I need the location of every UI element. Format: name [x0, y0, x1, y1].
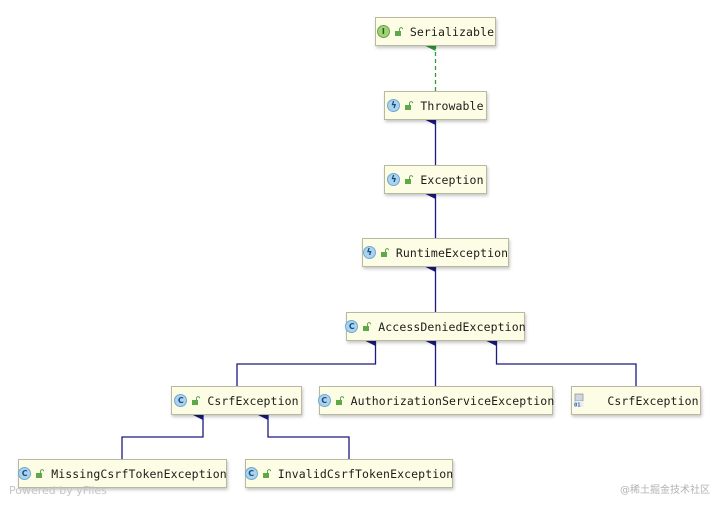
source-watermark: @稀土掘金技术社区	[620, 485, 710, 496]
throwable-icon: ϟ	[362, 246, 376, 259]
node-access-denied-exception[interactable]: C AccessDeniedException	[345, 312, 526, 341]
class-file-badge: 01	[574, 403, 581, 409]
unlock-icon	[192, 396, 201, 405]
class-icon: C	[174, 394, 188, 407]
node-missing-csrf-token-exception[interactable]: C MissingCsrfTokenException	[18, 459, 227, 488]
unlock-icon	[380, 248, 389, 257]
node-label: CsrfException	[207, 393, 299, 408]
node-serializable[interactable]: I Serializable	[375, 17, 496, 46]
node-csrf-exception[interactable]: C CsrfException	[171, 386, 302, 415]
node-authorization-service-exception[interactable]: C AuthorizationServiceException	[317, 386, 555, 415]
class-icon: C	[317, 394, 331, 407]
node-label: InvalidCsrfTokenException	[277, 466, 454, 481]
node-label: AccessDeniedException	[378, 319, 526, 334]
node-label: RuntimeException	[395, 245, 509, 260]
unlock-icon	[36, 469, 45, 478]
class-icon: C	[345, 320, 359, 333]
node-label: AuthorizationServiceException	[350, 393, 555, 408]
edge-missing-csrf	[121, 410, 204, 459]
throwable-icon: ϟ	[387, 173, 401, 186]
class-file-icon: 01	[573, 393, 584, 409]
unlock-icon	[262, 469, 271, 478]
node-throwable[interactable]: ϟ Throwable	[384, 91, 487, 120]
node-label: Throwable	[420, 98, 484, 113]
node-label: CsrfException	[607, 393, 699, 408]
node-csrf-exception-classfile[interactable]: 01 CsrfException	[571, 386, 701, 415]
throwable-icon: ϟ	[387, 99, 401, 112]
unlock-icon	[405, 175, 414, 184]
node-label: Serializable	[409, 24, 495, 39]
powered-by-watermark: Powered by yFiles	[9, 484, 107, 497]
node-invalid-csrf-token-exception[interactable]: C InvalidCsrfTokenException	[244, 459, 454, 488]
unlock-icon	[405, 101, 414, 110]
class-icon: C	[244, 467, 258, 480]
edge-csrf-accessdenied	[236, 336, 377, 386]
node-label: Exception	[420, 172, 484, 187]
unlock-icon	[335, 396, 344, 405]
node-label: MissingCsrfTokenException	[51, 466, 227, 481]
unlock-icon	[394, 27, 403, 36]
interface-icon: I	[376, 25, 390, 38]
node-runtime-exception[interactable]: ϟ RuntimeException	[362, 238, 509, 267]
class-icon: C	[18, 467, 32, 480]
edge-csrf-file-accessdenied	[486, 336, 637, 386]
unlock-icon	[363, 322, 372, 331]
edge-invalid-csrf	[258, 410, 350, 459]
node-exception[interactable]: ϟ Exception	[384, 165, 487, 194]
